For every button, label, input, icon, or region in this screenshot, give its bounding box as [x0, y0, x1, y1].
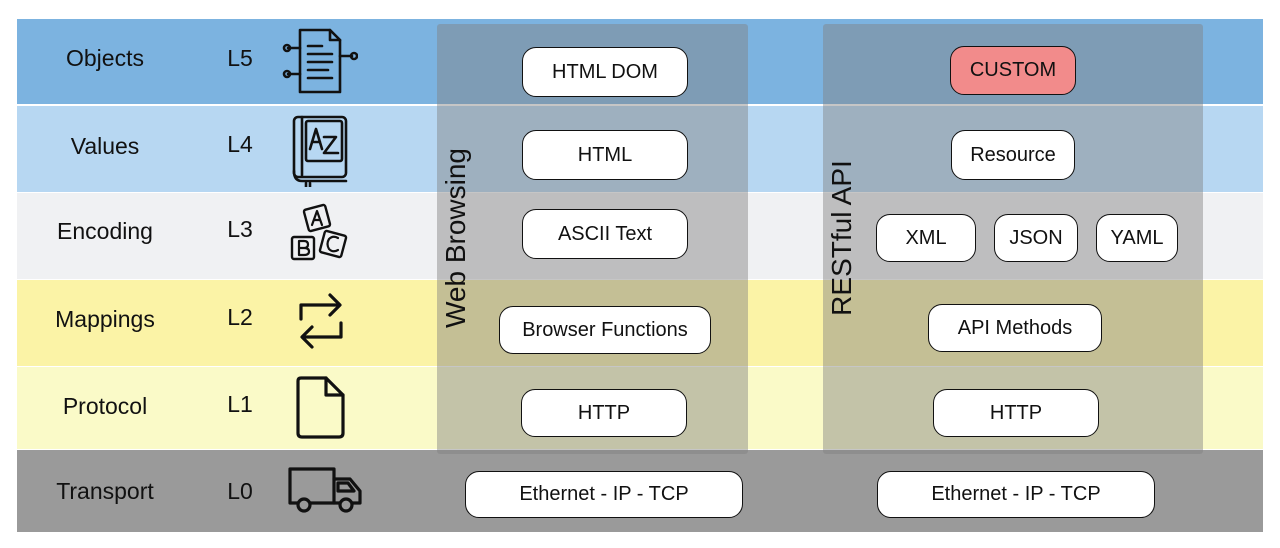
layer-id-l5: L5 — [227, 45, 253, 71]
rest-transport-box: Ethernet - IP - TCP — [877, 471, 1155, 518]
web-protocol-box: HTTP — [521, 389, 687, 437]
rest-objects-box: CUSTOM — [950, 46, 1076, 95]
layer-id-l0: L0 — [227, 478, 253, 504]
web-encoding-box: ASCII Text — [522, 209, 688, 259]
web-values-box: HTML — [522, 130, 688, 180]
layer-name-values: Values — [70, 133, 140, 159]
layer-id-l2: L2 — [227, 304, 253, 330]
layer-name-encoding: Encoding — [57, 218, 153, 244]
rest-mappings-box: API Methods — [928, 304, 1102, 352]
swap-arrows-icon — [296, 289, 346, 353]
rest-protocol-box: HTTP — [933, 389, 1099, 437]
restful-api-label: RESTful API — [826, 160, 857, 316]
layer-id-l3: L3 — [227, 216, 253, 242]
rest-values-box: Resource — [951, 130, 1075, 180]
document-code-icon — [282, 26, 358, 96]
file-icon — [294, 375, 348, 441]
web-mappings-box: Browser Functions — [499, 306, 711, 354]
rest-encoding-json-box: JSON — [994, 214, 1078, 262]
delivery-truck-icon — [286, 465, 364, 515]
layer-name-mappings: Mappings — [55, 306, 155, 332]
layer-id-l1: L1 — [227, 391, 253, 417]
rest-encoding-xml-box: XML — [876, 214, 976, 262]
web-browsing-label: Web Browsing — [440, 148, 471, 329]
layer-name-protocol: Protocol — [62, 393, 148, 419]
web-transport-box: Ethernet - IP - TCP — [465, 471, 743, 518]
layer-id-l4: L4 — [227, 131, 253, 157]
layer-name-objects: Objects — [66, 45, 144, 71]
web-objects-box: HTML DOM — [522, 47, 688, 97]
alphabet-blocks-icon — [286, 203, 352, 265]
layer-name-transport: Transport — [56, 478, 154, 504]
dictionary-book-icon — [288, 113, 352, 187]
rest-encoding-yaml-box: YAML — [1096, 214, 1178, 262]
